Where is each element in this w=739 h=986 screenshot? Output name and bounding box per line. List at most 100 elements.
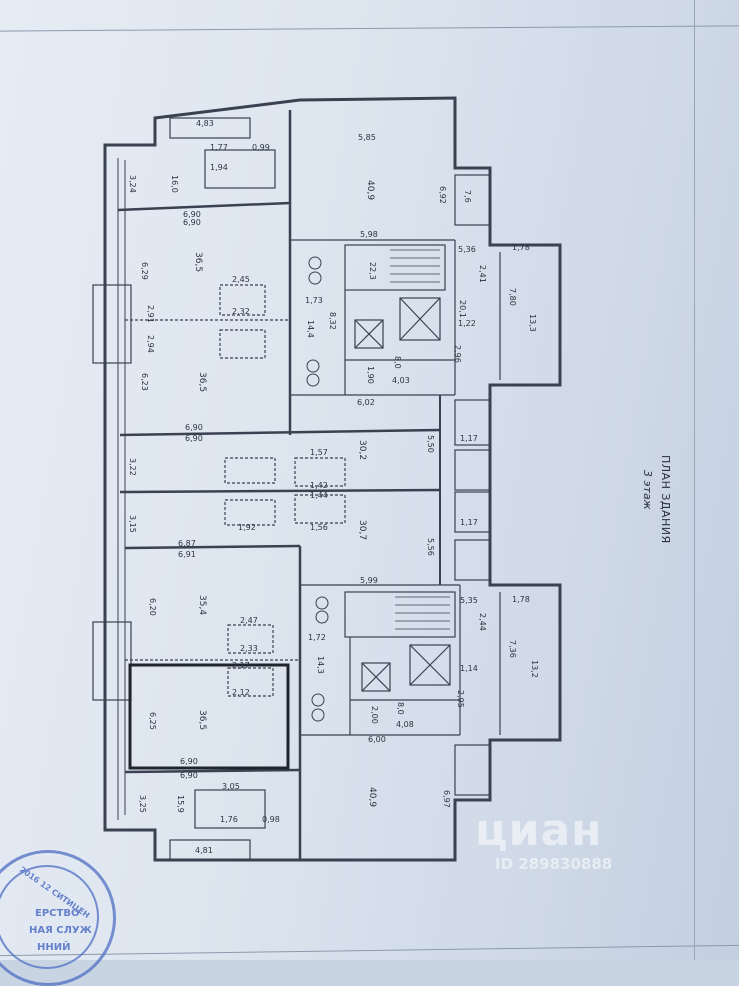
stamp-text-2: НАЯ СЛУЖ bbox=[29, 925, 92, 936]
dim-label: 6,25 bbox=[148, 712, 157, 730]
dim-label: 2,94 bbox=[146, 335, 155, 353]
dim-label: 6,23 bbox=[140, 373, 149, 391]
dim-label: 2,44 bbox=[478, 613, 487, 631]
dim-label: 1,72 bbox=[308, 633, 326, 642]
dim-label: 2,32 bbox=[232, 307, 250, 316]
dim-label: 4,03 bbox=[392, 376, 410, 385]
dim-label: 5,35 bbox=[460, 596, 478, 605]
stamp-text-1: ЕРСТВО bbox=[35, 908, 80, 919]
dim-label: 8,32 bbox=[328, 312, 337, 330]
dim-label: 1,78 bbox=[512, 595, 530, 604]
dim-label: 3,22 bbox=[128, 458, 137, 476]
dim-label: 1,94 bbox=[210, 163, 228, 172]
dim-label: 1,77 bbox=[210, 143, 228, 152]
dim-label: 0,98 bbox=[262, 815, 280, 824]
dim-label: 6,87 bbox=[178, 539, 196, 548]
dim-label: 3,25 bbox=[138, 795, 147, 813]
dim-label: 6,02 bbox=[357, 398, 375, 407]
dim-label: 5,36 bbox=[458, 245, 476, 254]
dim-label: 5,56 bbox=[426, 538, 435, 556]
dim-label: 2,00 bbox=[370, 706, 379, 724]
dim-label: 1,76 bbox=[220, 815, 238, 824]
cian-watermark: циан ID 289830888 bbox=[475, 805, 665, 875]
area-label: 7,6 bbox=[463, 190, 472, 203]
dim-label: 3,15 bbox=[128, 515, 137, 533]
dim-label: 1,22 bbox=[458, 319, 476, 328]
area-label: 40,9 bbox=[365, 180, 375, 200]
dim-label: 6,00 bbox=[368, 735, 386, 744]
dim-label: 6,90 bbox=[180, 757, 198, 766]
dim-label: 6,20 bbox=[148, 598, 157, 616]
area-label: 30,2 bbox=[357, 440, 367, 460]
dim-label: 6,91 bbox=[178, 550, 196, 559]
plan-walls bbox=[92, 96, 562, 862]
area-label: 13,3 bbox=[528, 314, 537, 332]
dim-label: 1,92 bbox=[238, 523, 256, 532]
dim-label: 2,47 bbox=[240, 616, 258, 625]
area-label: 13,2 bbox=[530, 660, 539, 678]
dim-label: 1,73 bbox=[305, 296, 323, 305]
area-label: 8,0 bbox=[393, 356, 402, 369]
sheet-edge-right bbox=[694, 0, 695, 960]
dim-label: 6,90 bbox=[185, 434, 203, 443]
dim-label: 1,14 bbox=[460, 664, 478, 673]
plan-circle-markers bbox=[306, 256, 329, 722]
dim-label: 1,56 bbox=[310, 523, 328, 532]
area-label: 15,9 bbox=[176, 795, 185, 813]
dim-label: 6,29 bbox=[140, 262, 149, 280]
dim-label: 1,17 bbox=[460, 518, 478, 527]
area-label: 36,5 bbox=[193, 252, 203, 272]
dim-label: 5,85 bbox=[358, 133, 376, 142]
dim-label: 1,44 bbox=[310, 491, 328, 500]
dim-label: 2,96 bbox=[453, 345, 462, 363]
dim-label: 6,92 bbox=[438, 186, 447, 204]
dim-label: 0,99 bbox=[252, 143, 270, 152]
dim-label: 6,97 bbox=[442, 790, 451, 808]
area-label: 40,9 bbox=[367, 787, 377, 807]
dim-label: 1,57 bbox=[310, 448, 328, 457]
stamp-text-3: ННИЙ bbox=[37, 942, 71, 953]
watermark-logo: циан bbox=[475, 805, 603, 856]
dim-label: 3,24 bbox=[128, 175, 137, 193]
dim-label: 1,78 bbox=[512, 243, 530, 252]
dim-label: 6,90 bbox=[180, 771, 198, 780]
area-label: 8,0 bbox=[396, 702, 405, 715]
area-label: 35,4 bbox=[197, 595, 207, 615]
dim-label: 1,42 bbox=[310, 481, 328, 490]
area-label: 16,0 bbox=[170, 175, 179, 193]
dim-label: 5,50 bbox=[426, 435, 435, 453]
dim-label: 7,80 bbox=[508, 288, 517, 306]
area-label: 30,7 bbox=[357, 520, 367, 540]
dim-label: 2,41 bbox=[478, 265, 487, 283]
dim-label: 5,98 bbox=[360, 230, 378, 239]
dim-label: 2,12 bbox=[232, 688, 250, 697]
area-label: 36,5 bbox=[197, 710, 207, 730]
dim-label: 2,33 bbox=[240, 644, 258, 653]
floor-plan-drawing: 4,83 4,81 5,85 6,92 40,9 5,98 6,90 6,90 … bbox=[92, 96, 562, 862]
dim-label: 1,90 bbox=[366, 366, 375, 384]
area-label: 36,5 bbox=[197, 372, 207, 392]
dim-label: 4,08 bbox=[396, 720, 414, 729]
dim-label: 7,36 bbox=[508, 640, 517, 658]
dim-label: 3,05 bbox=[222, 782, 240, 791]
dim-label: 5,99 bbox=[360, 576, 378, 585]
dim-label: 2,17 bbox=[232, 661, 250, 670]
area-label: 22,3 bbox=[368, 262, 377, 280]
dim-label: 4,81 bbox=[195, 846, 213, 855]
floor-label: 3 этаж bbox=[641, 470, 654, 510]
plan-title: ПЛАН ЗДАНИЯ bbox=[659, 455, 672, 544]
area-label: 14,4 bbox=[306, 320, 315, 338]
dim-label: 4,83 bbox=[196, 119, 214, 128]
dim-label: 2,45 bbox=[232, 275, 250, 284]
watermark-id: ID 289830888 bbox=[495, 855, 613, 873]
area-label: 14,3 bbox=[316, 656, 325, 674]
dim-label: 2,91 bbox=[146, 305, 155, 323]
paper-sheet bbox=[0, 0, 739, 960]
dim-label: 6,90 bbox=[183, 210, 201, 219]
plan-dimension-labels: 4,83 4,81 5,85 6,92 40,9 5,98 6,90 6,90 … bbox=[128, 119, 539, 855]
dim-label: 6,90 bbox=[185, 423, 203, 432]
area-label: 20,1 bbox=[458, 300, 467, 318]
dim-label: 2,95 bbox=[456, 690, 465, 708]
dim-label: 1,17 bbox=[460, 434, 478, 443]
dim-label: 6,90 bbox=[183, 218, 201, 227]
